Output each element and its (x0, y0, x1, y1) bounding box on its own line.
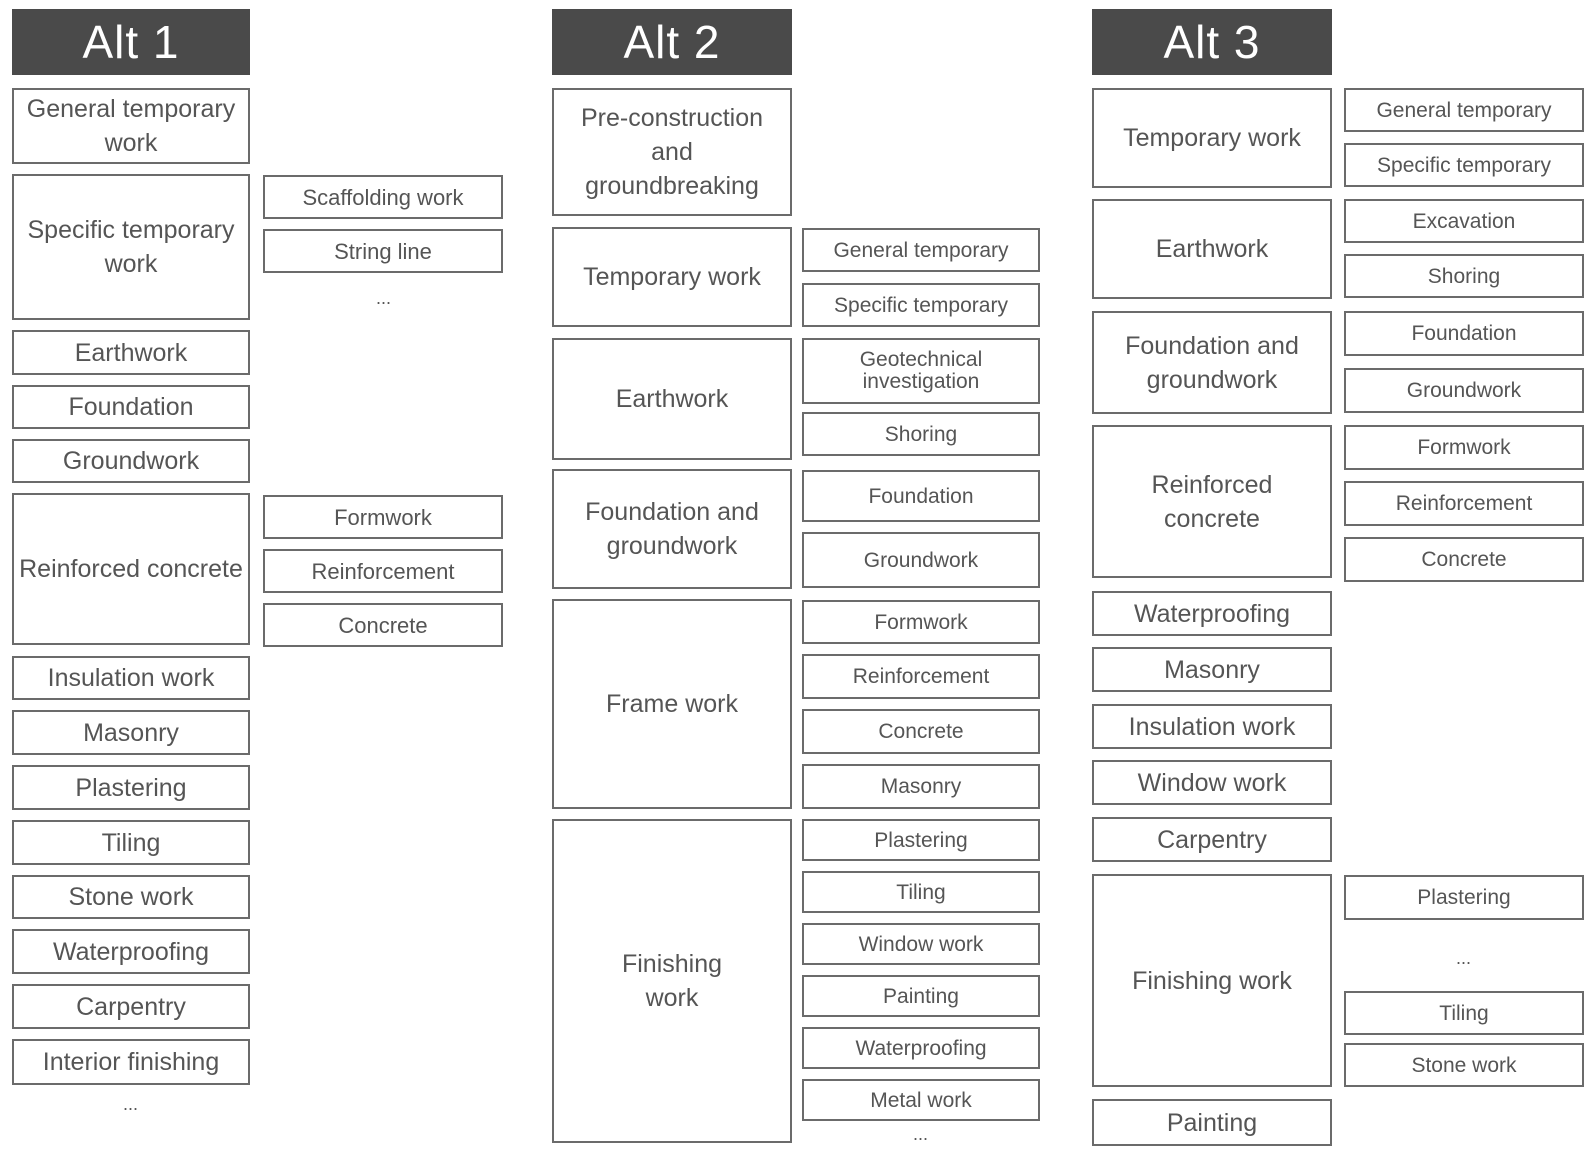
alt3-masonry: Masonry (1092, 647, 1332, 692)
alt2-sub-formwork: Formwork (802, 600, 1040, 644)
alt1-waterproofing: Waterproofing (12, 929, 250, 974)
alt2-more: ... (912, 1124, 928, 1144)
alt3-sub-reinforcement: Reinforcement (1344, 481, 1584, 526)
alt3-sub-excavation: Excavation (1344, 199, 1584, 243)
alt3-foundation-and-groundwork: Foundation and groundwork (1092, 311, 1332, 414)
alt1-specific-more: ... (375, 288, 391, 308)
alt2-temporary-work: Temporary work (552, 227, 792, 327)
alt3-sub-formwork: Formwork (1344, 425, 1584, 470)
alt2-sub-general-temporary: General temporary (802, 228, 1040, 272)
alt1-sub-reinforcement: Reinforcement (263, 549, 503, 593)
alt2-preconstruction-groundbreaking: Pre-construction and groundbreaking (552, 88, 792, 216)
alt1-stone-work: Stone work (12, 875, 250, 919)
alt1-sub-concrete: Concrete (263, 603, 503, 647)
alt3-earthwork: Earthwork (1092, 199, 1332, 299)
alt2-frame-work: Frame work (552, 599, 792, 809)
alt2-sub-painting: Painting (802, 975, 1040, 1017)
alt1-reinforced-concrete: Reinforced concrete (12, 493, 250, 645)
alt1-specific-temporary-work: Specific temporary work (12, 174, 250, 320)
alt2-sub-plastering: Plastering (802, 819, 1040, 861)
alt3-painting: Painting (1092, 1099, 1332, 1146)
alt3-temporary-work: Temporary work (1092, 88, 1332, 188)
alt3-sub-tiling: Tiling (1344, 991, 1584, 1035)
alt3-waterproofing: Waterproofing (1092, 591, 1332, 636)
alt1-insulation-work: Insulation work (12, 656, 250, 700)
alt3-insulation-work: Insulation work (1092, 704, 1332, 749)
alt3-sub-plastering: Plastering (1344, 875, 1584, 920)
alt2-sub-masonry: Masonry (802, 764, 1040, 809)
alt2-sub-concrete: Concrete (802, 709, 1040, 754)
alt2-sub-metal-work: Metal work (802, 1079, 1040, 1121)
alt3-sub-concrete: Concrete (1344, 537, 1584, 582)
alt3-sub-general-temporary: General temporary (1344, 88, 1584, 132)
alt3-sub-foundation: Foundation (1344, 311, 1584, 356)
alt1-earthwork: Earthwork (12, 330, 250, 375)
alt3-finishing-work: Finishing work (1092, 874, 1332, 1087)
alt1-sub-scaffolding-work: Scaffolding work (263, 175, 503, 219)
alt2-sub-reinforcement: Reinforcement (802, 654, 1040, 699)
alt1-plastering: Plastering (12, 765, 250, 810)
alt3-sub-specific-temporary: Specific temporary (1344, 143, 1584, 187)
alt1-tiling: Tiling (12, 820, 250, 865)
alt2-finishing-work: Finishing work (552, 819, 792, 1143)
alt2-sub-geotechnical-investigation: Geotechnical investigation (802, 338, 1040, 404)
alt3-window-work: Window work (1092, 760, 1332, 805)
alt2-sub-window-work: Window work (802, 923, 1040, 965)
alt2-sub-waterproofing: Waterproofing (802, 1027, 1040, 1069)
alt1-carpentry: Carpentry (12, 984, 250, 1029)
alt1-header: Alt 1 (12, 9, 250, 75)
alt1-general-temporary-work: General temporary work (12, 88, 250, 164)
alt3-finishing-more: ... (1455, 948, 1471, 968)
alt2-sub-foundation: Foundation (802, 470, 1040, 522)
alt3-header: Alt 3 (1092, 9, 1332, 75)
alt2-sub-shoring: Shoring (802, 412, 1040, 456)
alt2-header: Alt 2 (552, 9, 792, 75)
alt3-sub-shoring: Shoring (1344, 254, 1584, 298)
alt3-carpentry: Carpentry (1092, 817, 1332, 862)
alt1-groundwork: Groundwork (12, 439, 250, 483)
alt2-sub-specific-temporary: Specific temporary (802, 283, 1040, 327)
alt3-reinforced-concrete: Reinforced concrete (1092, 425, 1332, 578)
alt1-sub-string-line: String line (263, 229, 503, 273)
alt2-sub-tiling: Tiling (802, 871, 1040, 913)
alt2-foundation-and-groundwork: Foundation and groundwork (552, 469, 792, 589)
alt1-foundation: Foundation (12, 385, 250, 429)
alt2-sub-groundwork: Groundwork (802, 532, 1040, 588)
alt3-sub-stone-work: Stone work (1344, 1043, 1584, 1087)
alt1-interior-finishing: Interior finishing (12, 1039, 250, 1085)
alt1-sub-formwork: Formwork (263, 495, 503, 539)
alt1-masonry: Masonry (12, 710, 250, 755)
alt1-more: ... (122, 1094, 138, 1114)
alt2-earthwork: Earthwork (552, 338, 792, 460)
alt3-sub-groundwork: Groundwork (1344, 368, 1584, 413)
